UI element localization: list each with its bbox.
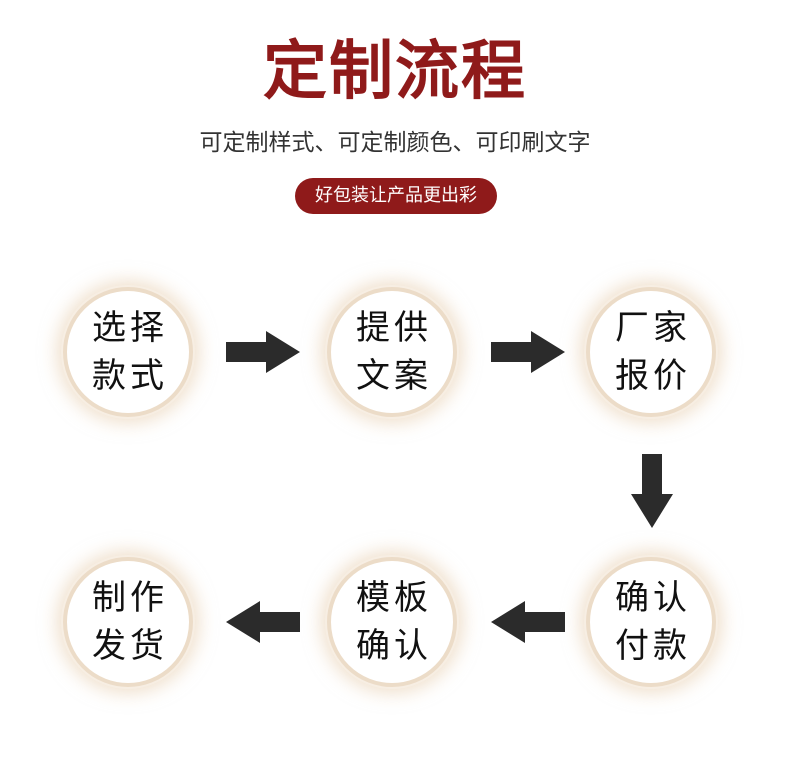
arrow-right-icon — [491, 331, 565, 373]
arrow-left-icon — [226, 601, 300, 643]
step-factory-quote: 厂家 报价 — [586, 287, 716, 417]
step-template-confirm: 模板 确认 — [327, 557, 457, 687]
step-label-line2: 款式 — [92, 356, 168, 396]
step-confirm-payment: 确认 付款 — [586, 557, 716, 687]
step-label-line2: 付款 — [615, 626, 691, 666]
step-label-line2: 确认 — [356, 626, 432, 666]
page-subtitle: 可定制样式、可定制颜色、可印刷文字 — [199, 130, 591, 156]
step-label-line2: 发货 — [92, 626, 168, 666]
step-produce-ship: 制作 发货 — [63, 557, 193, 687]
step-label-line1: 确认 — [615, 578, 691, 618]
step-label-line1: 厂家 — [615, 308, 691, 348]
arrow-down-icon — [631, 454, 673, 528]
step-provide-copy: 提供 文案 — [327, 287, 457, 417]
slogan-badge: 好包装让产品更出彩 — [295, 178, 497, 214]
page-title: 定制流程 — [263, 35, 527, 109]
step-label-line2: 文案 — [356, 356, 432, 396]
step-select-style: 选择 款式 — [63, 287, 193, 417]
arrow-right-icon — [226, 331, 300, 373]
arrow-left-icon — [491, 601, 565, 643]
step-label-line2: 报价 — [615, 356, 691, 396]
step-label-line1: 选择 — [92, 308, 168, 348]
step-label-line1: 制作 — [92, 578, 168, 618]
step-label-line1: 模板 — [356, 578, 432, 618]
step-label-line1: 提供 — [356, 308, 432, 348]
